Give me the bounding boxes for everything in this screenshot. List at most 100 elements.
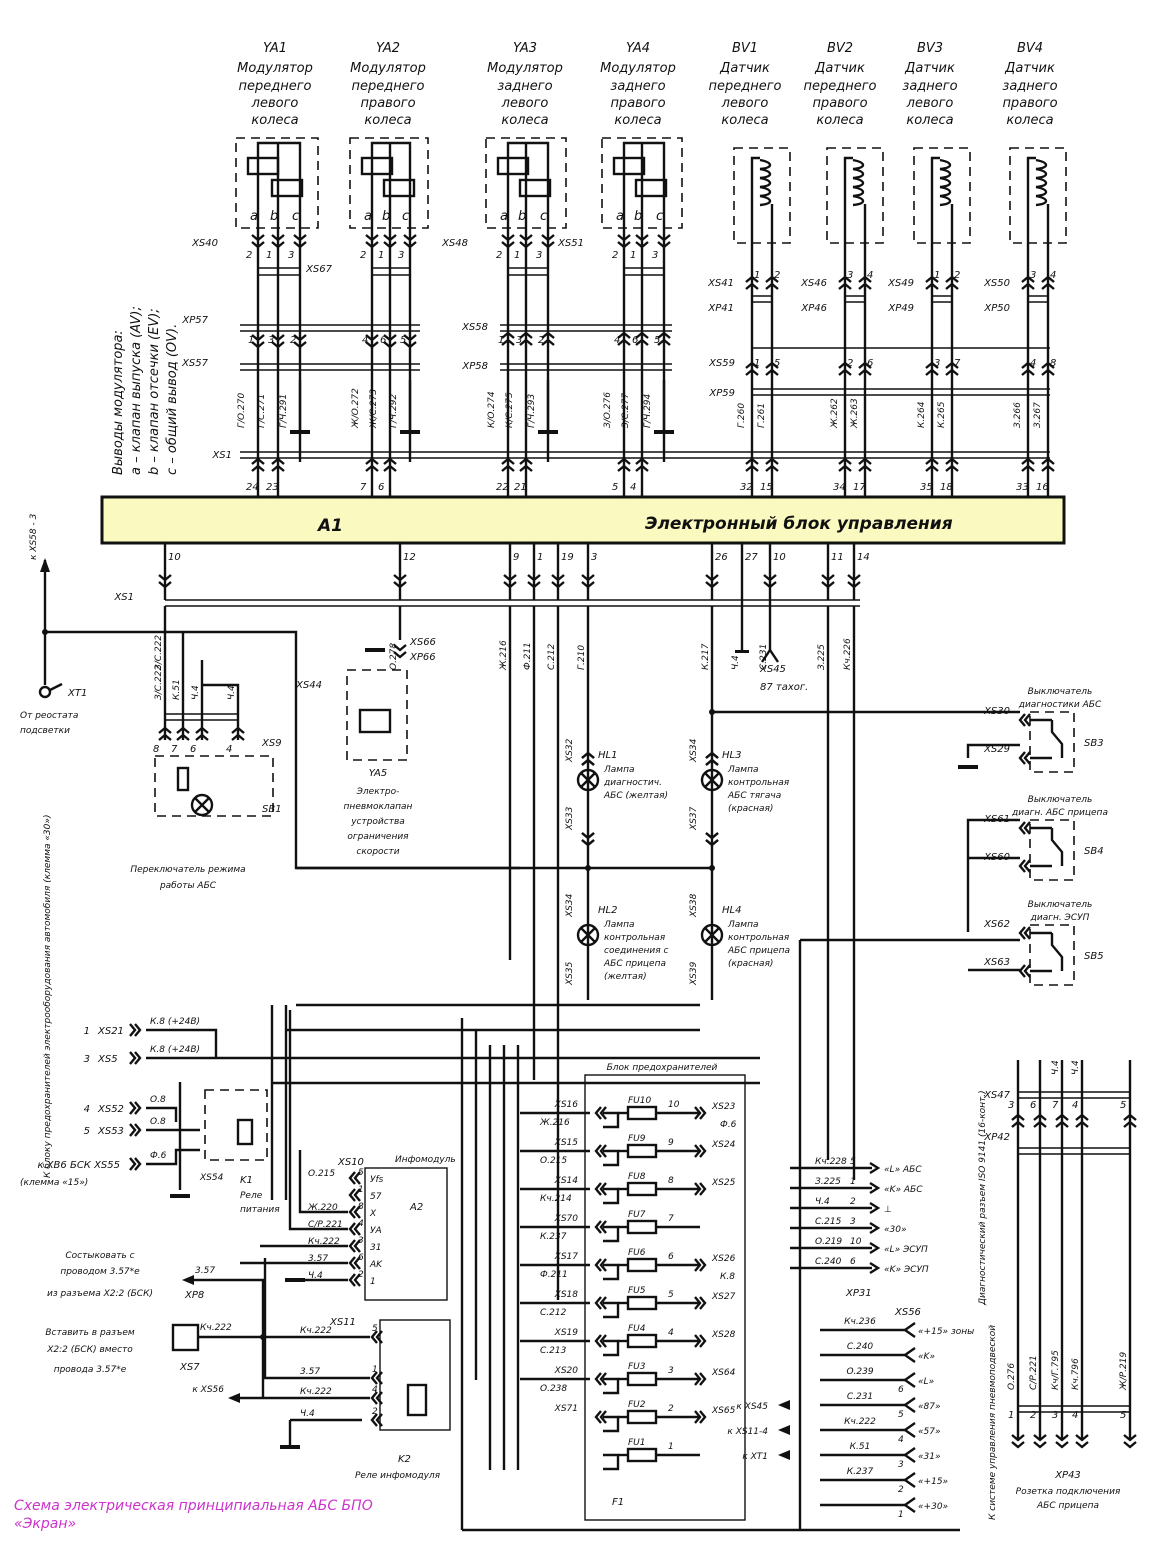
xs7-socket-icon [171,1323,200,1352]
pin-number: 3 [516,335,522,346]
pin-number: 4 [1050,270,1056,281]
pin-number: 5 [84,1126,90,1137]
connector-label: XS18 [554,1290,579,1300]
connector-chevron-icon [519,241,533,249]
arrow-left-icon [778,1425,790,1435]
connector-chevron-icon [1033,1434,1047,1442]
modulator-desc: колеса [364,113,411,128]
pin-number: 1 [934,270,940,281]
fuse-icon [626,1409,658,1425]
connector-chevron-icon [1041,457,1055,465]
pin-number: 2 [360,250,366,261]
lamp-note: Лампа [603,920,634,930]
modulator-ref: YA1 [263,41,287,56]
pin-number: 4 [1030,358,1036,369]
terminal-label: a [250,209,258,224]
ecu-pin: 17 [853,482,866,493]
ecu-pin: 33 [1016,482,1029,493]
sensor-coil-icon [939,194,952,207]
connector-chevron-icon [375,1413,383,1427]
sensor-desc: колеса [906,113,953,128]
pin-number: 2 [358,1270,364,1280]
pin-number: 5 [654,335,660,346]
wire-code: Кч.796 [1071,1358,1081,1390]
wire-code: 3.57 [300,1367,320,1377]
modulator-desc: правого [360,96,415,111]
ecu-pin: 18 [940,482,953,493]
connector-chevron-icon [869,1201,881,1215]
connector-chevron-icon [353,1273,361,1287]
legend-item: a – клапан выпуска (AV); [129,306,144,475]
connector-chevron-icon [838,361,852,369]
connector-chevron-icon [293,341,307,349]
connector-chevron-icon [251,457,265,465]
indicator-lamp-icon [700,768,724,792]
connector-chevron-icon [383,334,397,342]
pin-number: 5 [400,335,406,346]
connector-chevron-icon [581,751,595,759]
connector-chevron-icon [869,1161,881,1175]
connector-chevron-icon [902,1422,916,1438]
xs56-target: к XS45 [736,1402,768,1412]
connector-chevron-icon [581,832,595,840]
connector-chevron-icon [348,1205,356,1219]
connector-chevron-icon [694,1182,702,1196]
modulator-desc: правого [610,96,665,111]
connector-chevron-icon [129,1051,137,1065]
xp31-note: Диагностический разъем ISO 9141 (16-конт… [978,1090,988,1306]
connector-chevron-icon [1018,713,1026,727]
terminal-label: b [518,209,526,224]
power-note: К блоку предохранителей электрооборудова… [43,815,53,1178]
pin-number: 4 [614,335,620,346]
xs56-signal: «+15» [918,1477,948,1487]
modulator-desc: левого [251,96,299,111]
wire-code: Ч.4 [308,1271,323,1281]
legend-title: Выводы модулятора: [111,330,126,475]
fuse-holder [603,1301,620,1319]
ecu-pin: 9 [513,552,519,563]
ecu-pin: 5 [612,482,618,493]
connector-label: XS26 [711,1254,736,1264]
xs56-signal: «+15» зоны [918,1327,974,1337]
relay-ref: K1 [240,1175,253,1186]
pin-number: 1 [248,335,254,346]
pin-number: 4 [1072,1410,1078,1421]
connector-chevron-icon [1123,1120,1137,1128]
ecu-pin: 14 [857,552,870,563]
connector-chevron-icon [129,1101,137,1115]
legend-item: b – клапан отсечки (EV); [147,308,162,475]
connector-chevron-icon [1011,1434,1025,1442]
connector-label: XP49 [887,303,914,314]
fuse-label: FU7 [628,1210,646,1220]
connector-chevron-icon [858,361,872,369]
pin-number: 6 [632,335,638,346]
connector-chevron-icon [134,1023,142,1037]
infomodule-title: Инфомодуль [395,1155,456,1165]
ground-icon [170,1194,190,1198]
wire-code: К.237 [540,1232,567,1242]
ecu-pin: 11 [831,552,844,563]
pin-number: 2 [850,1197,856,1207]
indicator-lamp-icon [704,927,720,943]
sensor-ref: BV3 [917,41,943,56]
connector-chevron-icon [375,1371,383,1385]
fuse-number: 8 [668,1176,674,1186]
connector-chevron-icon [503,574,517,582]
connector-chevron-icon [657,234,671,242]
connector-chevron-icon [519,457,533,465]
ground-icon [280,1445,300,1449]
connector-label: XS71 [554,1404,578,1414]
connector-chevron-icon [1123,1434,1137,1442]
connector-label: XP50 [983,303,1010,314]
lamp-note: (красная) [728,804,773,814]
connector-chevron-icon [348,1188,356,1202]
connector-chevron-icon [541,241,555,249]
wire-code: Г.210 [577,645,587,670]
pin-number: 4 [226,744,232,755]
wire [202,683,240,740]
connector-chevron-icon [838,282,852,290]
connector-chevron-icon [1055,1434,1069,1442]
modulator-bus [506,141,550,225]
